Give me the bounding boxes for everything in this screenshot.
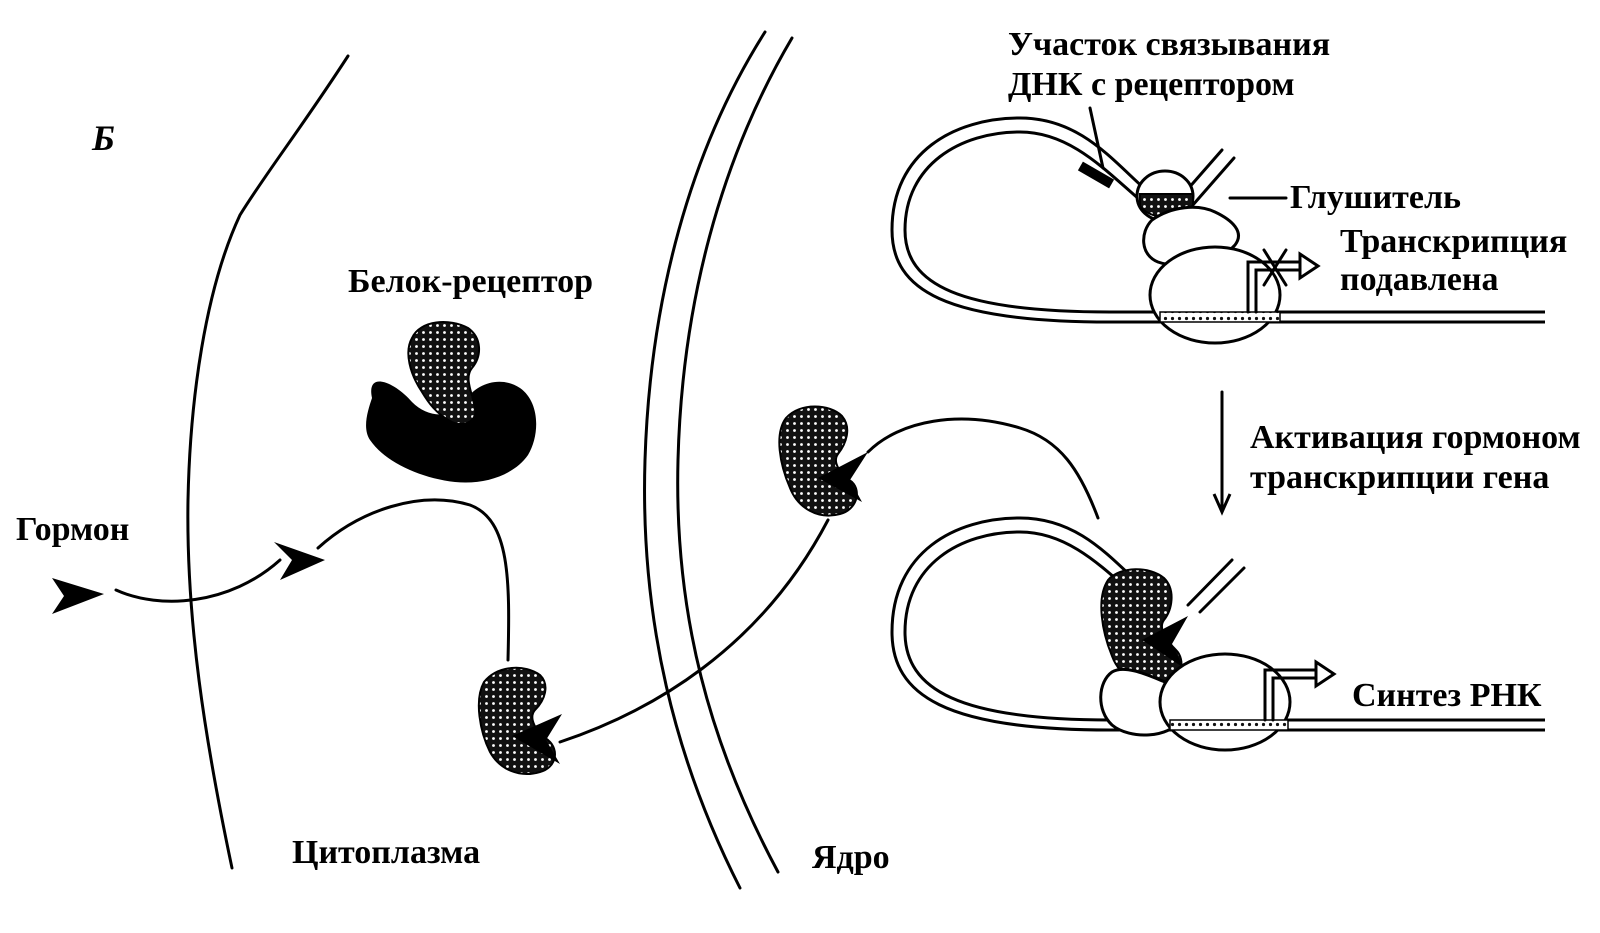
binding-site-marker <box>1077 161 1115 189</box>
transcription-repressed-line2: подавлена <box>1340 261 1498 298</box>
receptor-protein-label: Белок-рецептор <box>348 263 593 300</box>
dna-loop-active <box>890 516 1545 752</box>
receptor-to-dna-line <box>866 417 1100 520</box>
silencer-label: Глушитель <box>1290 179 1461 216</box>
activation-label-line1: Активация гормоном <box>1250 419 1581 456</box>
hormone-inside-cell-icon <box>274 542 325 580</box>
activation-label-line2: транскрипции гена <box>1250 459 1549 496</box>
hormone-path-line <box>114 558 282 603</box>
inhibitor-protein-shape <box>366 381 537 483</box>
transcription-repressed-line1: Транскрипция <box>1340 223 1567 260</box>
nuclear-import-path <box>558 518 830 744</box>
hormone-bound-nucleus-icon <box>818 452 868 502</box>
binding-site-label-line1: Участок связывания <box>1008 26 1330 63</box>
binding-site-label-line2: ДНК с рецептором <box>1008 66 1295 103</box>
hormone-label: Гормон <box>16 511 129 548</box>
nuclear-envelope-outer <box>643 30 767 890</box>
hormone-bound-cytoplasm-icon <box>512 714 562 764</box>
nuclear-envelope-inner <box>676 36 794 874</box>
panel-letter: Б <box>91 118 115 158</box>
dna-loop-repressed <box>890 106 1545 345</box>
hormone-molecule-icon <box>52 578 104 614</box>
hormone-to-receptor-line <box>316 498 511 662</box>
nucleus-label: Ядро <box>812 839 890 876</box>
activated-receptor-nucleus <box>778 405 858 517</box>
rna-synthesis-label: Синтез РНК <box>1352 677 1542 714</box>
cell-membrane <box>186 54 350 870</box>
cytoplasm-label: Цитоплазма <box>292 834 480 871</box>
activated-receptor-cytoplasm <box>477 666 556 775</box>
receptor-protein-shape <box>407 321 480 426</box>
